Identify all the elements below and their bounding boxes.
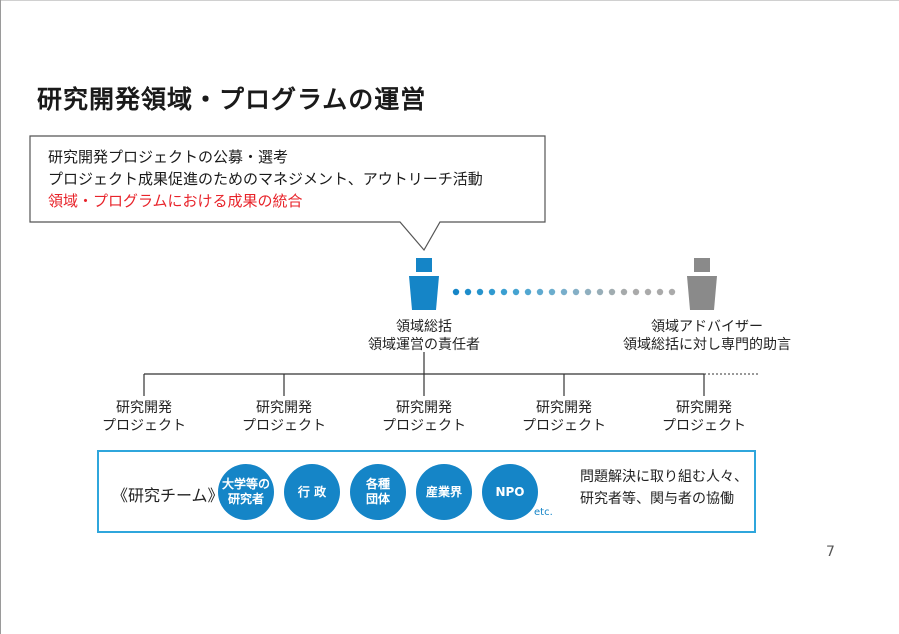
callout-text: 研究開発プロジェクトの公募・選考 プロジェクト成果促進のためのマネジメント、アウ… <box>48 146 483 212</box>
research-team-box <box>97 450 756 533</box>
member-line-2: 研究者 <box>227 492 264 506</box>
research-team-label: 《研究チーム》 <box>112 486 224 505</box>
project-tree-lines <box>143 352 705 396</box>
project-label-2: プロジェクト <box>522 418 606 434</box>
project-node: 研究開発 プロジェクト <box>374 399 474 435</box>
project-label-2: プロジェクト <box>662 418 746 434</box>
project-node: 研究開発 プロジェクト <box>514 399 614 435</box>
team-desc-line-1: 問題解決に取り組む人々、 <box>580 469 748 485</box>
callout-line-1: 研究開発プロジェクトの公募・選考 <box>48 148 289 166</box>
member-line-1: 産業界 <box>425 484 462 499</box>
supervisor-person-icon <box>409 258 439 310</box>
page-number: 7 <box>826 544 835 560</box>
supervisor-title: 領域総括 <box>396 319 452 335</box>
team-member-organizations: 各種団体 <box>350 464 406 520</box>
team-member-industry: 産業界 <box>416 464 472 520</box>
team-desc-line-2: 研究者等、関与者の協働 <box>580 491 734 507</box>
supervisor-role: 領域運営の責任者 <box>368 337 480 353</box>
project-label-2: プロジェクト <box>102 418 186 434</box>
project-node: 研究開発 プロジェクト <box>94 399 194 435</box>
project-label-1: 研究開発 <box>116 400 172 416</box>
member-line-1: 各種 <box>365 477 390 491</box>
project-label-1: 研究開発 <box>676 400 732 416</box>
supervisor-label: 領域総括 領域運営の責任者 <box>364 318 484 354</box>
member-line-1: 行 政 <box>297 484 327 499</box>
callout-line-2: プロジェクト成果促進のためのマネジメント、アウトリーチ活動 <box>48 170 483 188</box>
member-line-1: 大学等の <box>221 477 270 491</box>
advisor-connector-dots <box>452 288 676 296</box>
callout-line-3: 領域・プログラムにおける成果の統合 <box>48 192 303 210</box>
advisor-role: 領域総括に対し専門的助言 <box>623 337 791 353</box>
project-label-1: 研究開発 <box>256 400 312 416</box>
project-node: 研究開発 プロジェクト <box>654 399 754 435</box>
project-label-2: プロジェクト <box>382 418 466 434</box>
team-member-npo: NPO <box>482 464 538 520</box>
project-node: 研究開発 プロジェクト <box>234 399 334 435</box>
team-etc: etc. <box>534 507 553 518</box>
member-line-2: 団体 <box>365 492 390 506</box>
slide-frame-top <box>0 0 899 1</box>
team-member-university: 大学等の研究者 <box>218 464 274 520</box>
project-label-1: 研究開発 <box>536 400 592 416</box>
advisor-person-icon <box>687 258 717 310</box>
slide-frame-left <box>0 0 1 634</box>
advisor-label: 領域アドバイザー 領域総括に対し専門的助言 <box>612 318 802 354</box>
project-label-2: プロジェクト <box>242 418 326 434</box>
project-label-1: 研究開発 <box>396 400 452 416</box>
slide-title: 研究開発領域・プログラムの運営 <box>37 85 427 114</box>
team-member-government: 行 政 <box>284 464 340 520</box>
member-line-1: NPO <box>495 484 525 499</box>
team-description: 問題解決に取り組む人々、 研究者等、関与者の協働 <box>580 466 748 510</box>
advisor-title: 領域アドバイザー <box>651 319 763 335</box>
